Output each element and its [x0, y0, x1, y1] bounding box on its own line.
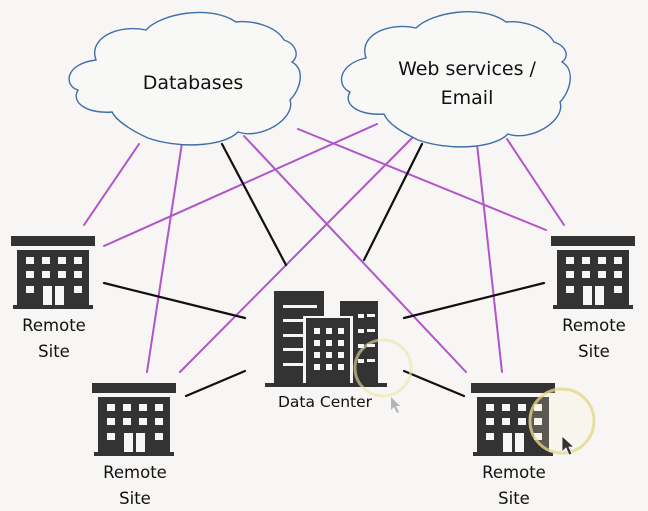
link-databases-bottom-left	[146, 142, 183, 373]
link-databases-bottom-right	[243, 135, 467, 373]
site-label-line2: Site	[38, 342, 70, 361]
cursor-highlight-ring	[353, 338, 413, 398]
link-webservices-bottom-left	[179, 129, 421, 373]
link-datacenter-bottom-right	[402, 369, 466, 398]
cloud-webservices	[340, 11, 571, 148]
building-icon	[92, 383, 176, 456]
cloud-label-webservices-line1: Web services /	[398, 58, 536, 80]
site-label-line2: Site	[498, 489, 530, 508]
datacenter: Data Center	[265, 291, 387, 411]
link-datacenter-right	[402, 281, 546, 320]
site-label-line2: Site	[119, 489, 151, 508]
link-databases-right	[297, 128, 547, 231]
remote-site-bottom-left: Remote Site	[92, 383, 176, 508]
remote-site-right: Remote Site	[551, 236, 635, 361]
cursor-icon	[561, 435, 576, 456]
site-label-line1: Remote	[22, 316, 86, 335]
cloud-label-webservices-line2: Email	[441, 87, 494, 109]
cloud-shape	[340, 11, 571, 148]
link-webservices-bottom-right	[476, 143, 503, 373]
remote-site-bottom-right: Remote Site	[471, 383, 555, 508]
link-datacenter-databases	[220, 142, 288, 267]
site-label-line1: Remote	[482, 463, 546, 482]
link-webservices-right	[506, 138, 565, 226]
cloud-shape	[68, 11, 301, 146]
site-label-line2: Site	[578, 342, 610, 361]
office-buildings-icon	[265, 291, 387, 387]
cursor-icon	[391, 397, 400, 413]
link-databases-left	[83, 143, 140, 226]
remote-site-left: Remote Site	[11, 236, 95, 361]
cursor-highlight-ring	[528, 387, 596, 455]
building-icon	[11, 236, 95, 309]
site-label-line1: Remote	[562, 316, 626, 335]
link-webservices-left	[103, 123, 378, 247]
link-datacenter-webservices	[362, 142, 424, 262]
cloud-databases	[68, 11, 301, 146]
cloud-label-databases: Databases	[143, 72, 244, 94]
building-icon	[551, 236, 635, 309]
site-label-line1: Remote	[103, 463, 167, 482]
datacenter-label: Data Center	[278, 393, 373, 411]
link-datacenter-left	[102, 281, 247, 320]
link-datacenter-bottom-left	[184, 369, 247, 398]
